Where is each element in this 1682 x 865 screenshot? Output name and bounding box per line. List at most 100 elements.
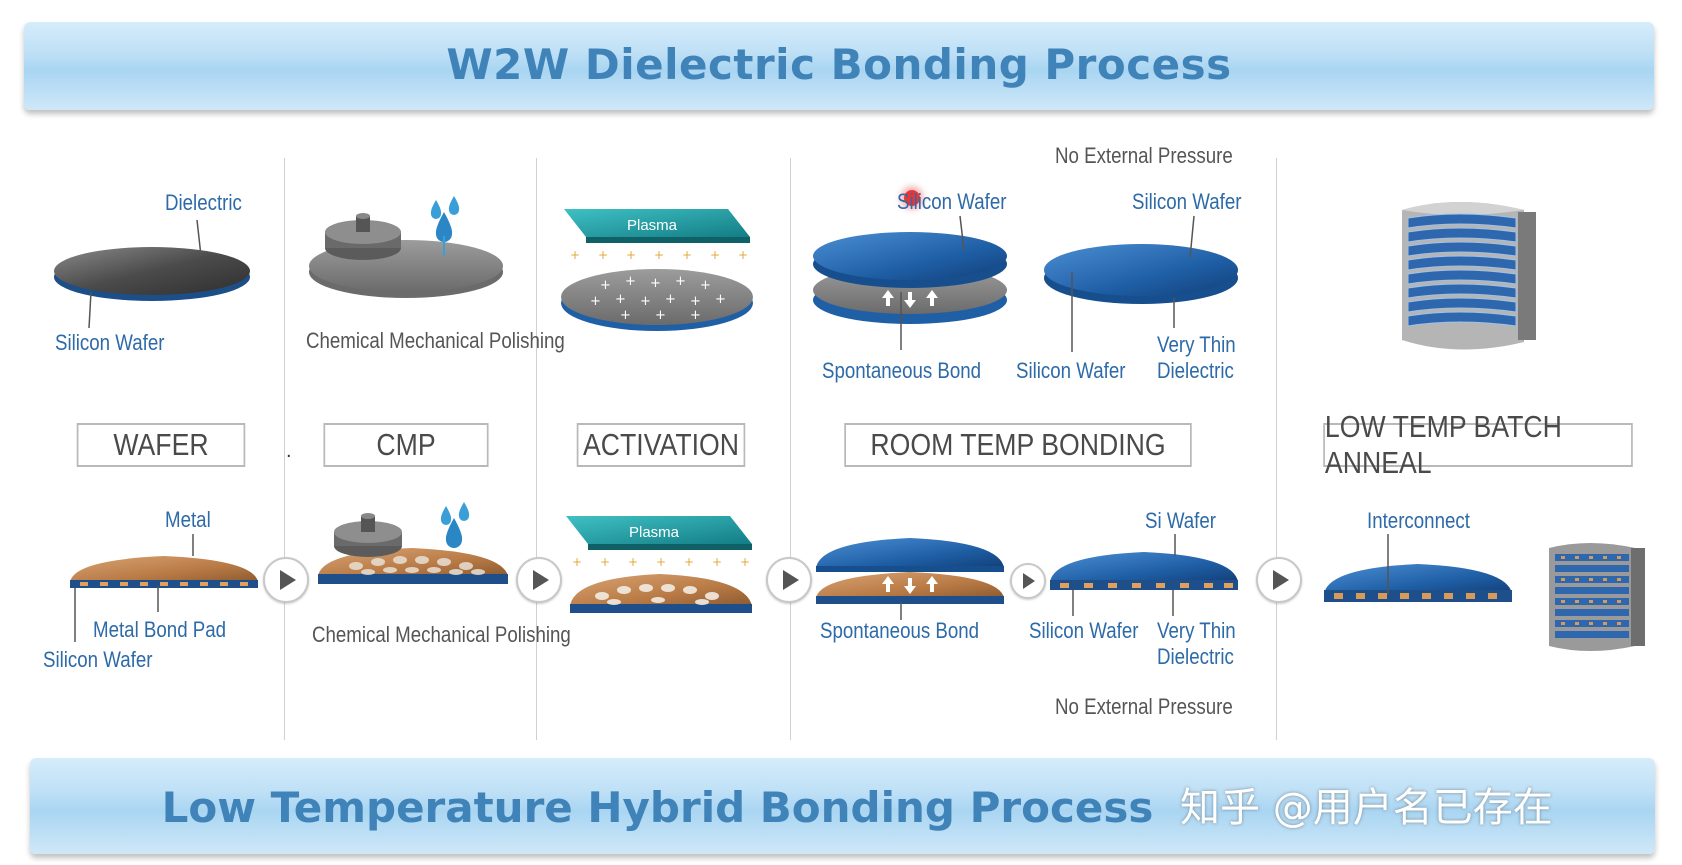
next-step-arrow xyxy=(1256,557,1302,603)
metal-wafer-icon xyxy=(70,556,258,588)
play-icon xyxy=(1273,570,1289,590)
si-wafer-hybrid-icon xyxy=(1050,552,1238,590)
next-step-arrow xyxy=(766,557,812,603)
stage-cmp: CMP xyxy=(323,423,489,467)
play-icon xyxy=(280,570,296,590)
leader-line xyxy=(900,602,902,620)
svg-text:+: + xyxy=(600,278,611,293)
label-very-thin-dielectric: Very Thin Dielectric xyxy=(1157,332,1236,383)
column-divider xyxy=(284,158,285,740)
hybrid-bonded-stack-icon xyxy=(816,538,1004,604)
bottom-title: Low Temperature Hybrid Bonding Process xyxy=(161,783,1154,832)
svg-text:+: + xyxy=(656,555,666,569)
svg-text:+: + xyxy=(654,248,664,262)
leader-line xyxy=(1071,272,1073,352)
next-step-arrow-small xyxy=(1010,563,1046,599)
svg-text:+: + xyxy=(712,555,722,569)
page-title: W2W Dielectric Bonding Process xyxy=(446,40,1232,89)
bottom-banner: Low Temperature Hybrid Bonding Process xyxy=(30,758,1655,854)
label-metal-bond-pad: Metal Bond Pad xyxy=(93,617,227,642)
svg-text:+: + xyxy=(620,308,631,323)
cmp-polisher-icon xyxy=(309,196,503,298)
svg-text:+: + xyxy=(690,294,701,309)
label-silicon-wafer-upper: Silicon Wafer xyxy=(897,189,1007,214)
svg-text:+: + xyxy=(640,294,651,309)
label-spontaneous-bond: Spontaneous Bond xyxy=(822,358,982,383)
leader-line xyxy=(1189,215,1195,259)
label-silicon-wafer-right: Silicon Wafer xyxy=(1132,189,1242,214)
svg-text:+: + xyxy=(710,248,720,262)
hybrid-cmp-polisher-icon xyxy=(318,502,508,584)
label-silicon-wafer-bottom: Silicon Wafer xyxy=(1029,618,1139,643)
label-metal: Metal xyxy=(165,507,211,532)
leader-line xyxy=(1172,590,1174,616)
svg-text:+: + xyxy=(684,555,694,569)
leader-line xyxy=(196,219,202,257)
svg-text:+: + xyxy=(600,555,610,569)
cursor-marker xyxy=(904,190,920,206)
leader-line xyxy=(1387,534,1389,594)
svg-text:+: + xyxy=(572,555,582,569)
stage-activation: ACTIVATION xyxy=(576,423,746,467)
plasma-activation-icon: Plasma +++++++ +++++ ++++++ +++ xyxy=(561,209,753,331)
svg-text:+: + xyxy=(626,248,636,262)
svg-text:+: + xyxy=(738,248,748,262)
stage-low-temp-batch-anneal: LOW TEMP BATCH ANNEAL xyxy=(1323,409,1633,480)
next-step-arrow xyxy=(263,557,309,603)
svg-text:+: + xyxy=(615,292,626,307)
svg-text:+: + xyxy=(650,276,661,291)
play-icon xyxy=(783,570,799,590)
label-cmp-bottom: Chemical Mechanical Polishing xyxy=(312,622,571,647)
column-divider xyxy=(790,158,791,740)
svg-text:+: + xyxy=(690,308,701,323)
label-spontaneous-bond-bottom: Spontaneous Bond xyxy=(820,618,980,643)
label-silicon-wafer: Silicon Wafer xyxy=(55,330,165,355)
svg-text:+: + xyxy=(598,248,608,262)
svg-text:+: + xyxy=(675,274,686,289)
watermark: 知乎 @用户名已存在 xyxy=(1180,785,1553,831)
label-si-wafer: Si Wafer xyxy=(1145,508,1217,533)
play-icon xyxy=(1023,573,1035,589)
leader-line xyxy=(1173,298,1175,328)
next-step-arrow xyxy=(516,557,562,603)
leader-line xyxy=(900,292,902,350)
stage-wafer: WAFER xyxy=(76,423,246,467)
plasma-label: Plasma xyxy=(627,217,678,234)
bonded-wafer-stack-icon xyxy=(813,232,1007,324)
interconnect-wafer-icon xyxy=(1324,564,1512,602)
svg-text:+: + xyxy=(570,248,580,262)
label-dielectric: Dielectric xyxy=(165,190,242,215)
svg-text:+: + xyxy=(628,555,638,569)
play-icon xyxy=(533,570,549,590)
column-divider xyxy=(536,158,537,740)
stage-separator-dot: . xyxy=(286,440,292,462)
leader-line xyxy=(1072,590,1074,616)
stage-room-temp-bonding: ROOM TEMP BONDING xyxy=(844,423,1192,467)
svg-text:+: + xyxy=(625,274,636,289)
leader-line xyxy=(157,586,159,612)
top-banner: W2W Dielectric Bonding Process xyxy=(24,22,1654,110)
svg-text:+: + xyxy=(665,292,676,307)
label-no-external-pressure-bottom: No External Pressure xyxy=(1055,694,1233,719)
label-very-thin-dielectric-bottom: Very Thin Dielectric xyxy=(1157,618,1236,669)
plasma-label: Plasma xyxy=(629,524,680,541)
batch-furnace-small-icon xyxy=(1549,543,1645,651)
column-divider xyxy=(1276,158,1277,740)
label-no-external-pressure: No External Pressure xyxy=(1055,143,1233,168)
svg-text:+: + xyxy=(700,278,711,293)
dielectric-wafer-icon xyxy=(54,247,250,301)
label-silicon-wafer-lower: Silicon Wafer xyxy=(1016,358,1126,383)
batch-furnace-icon xyxy=(1402,202,1536,350)
svg-text:+: + xyxy=(715,292,726,307)
label-cmp: Chemical Mechanical Polishing xyxy=(306,328,565,353)
hybrid-plasma-activation-icon: Plasma + + + + + + + xyxy=(566,516,752,613)
label-silicon-wafer: Silicon Wafer xyxy=(43,647,153,672)
leader-line xyxy=(88,291,92,329)
leader-line xyxy=(959,215,965,251)
leader-line xyxy=(1174,534,1176,556)
leader-line xyxy=(74,588,76,642)
svg-text:+: + xyxy=(655,308,666,323)
leader-line xyxy=(192,534,194,556)
svg-text:+: + xyxy=(740,555,750,569)
label-interconnect: Interconnect xyxy=(1367,508,1470,533)
